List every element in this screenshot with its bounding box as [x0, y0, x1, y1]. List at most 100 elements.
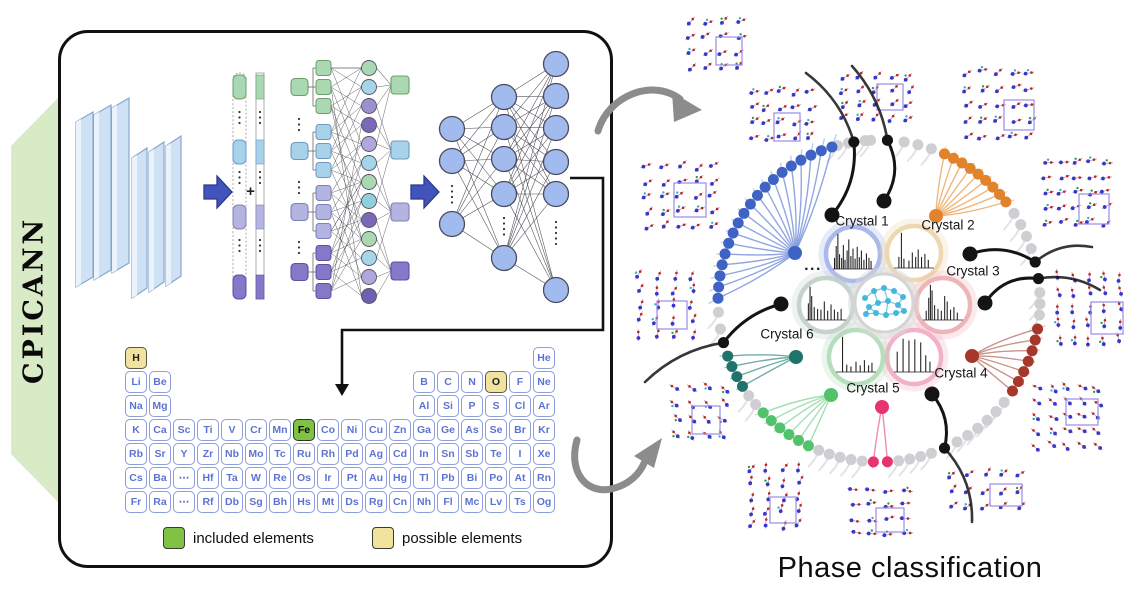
blue-cluster-hub-dot: [788, 246, 802, 260]
element-Sg: Sg: [245, 491, 267, 513]
crystal-structure-thumbnails: [634, 15, 1124, 538]
element-Sn: Sn: [437, 443, 459, 465]
element-Po: Po: [485, 467, 507, 489]
cnn-pipeline-diagram: +: [75, 50, 605, 396]
element-H: H: [125, 347, 147, 369]
element-B: B: [413, 371, 435, 393]
element-Nh: Nh: [413, 491, 435, 513]
element-placeholder: ⋯: [173, 491, 195, 513]
crystal-5-xrd-circle: [821, 322, 891, 392]
crystal-4-label: Crystal 4: [934, 365, 988, 381]
element-Fr: Fr: [125, 491, 147, 513]
element-Rf: Rf: [197, 491, 219, 513]
element-Ir: Ir: [317, 467, 339, 489]
element-Zr: Zr: [197, 443, 219, 465]
crystal-structure-thumbnail: [748, 85, 818, 142]
feature-vectors: +: [232, 72, 265, 300]
element-Pb: Pb: [437, 467, 459, 489]
crystal-structure-thumbnail: [634, 268, 697, 341]
crystal-6-label: Crystal 6: [760, 326, 814, 342]
output-to-table-connector: [335, 176, 605, 396]
element-Mc: Mc: [461, 491, 483, 513]
cpicann-banner: CPICANN: [11, 97, 59, 503]
element-Sc: Sc: [173, 419, 195, 441]
element-Zn: Zn: [389, 419, 411, 441]
element-Mg: Mg: [149, 395, 171, 417]
element-Ar: Ar: [533, 395, 555, 417]
crystal-2-xrd-circle: [879, 218, 949, 288]
crystal-2-label: Crystal 2: [921, 217, 975, 233]
center-network-icon: [848, 267, 920, 339]
green-cluster-hub-dot: [824, 388, 838, 402]
element-Xe: Xe: [533, 443, 555, 465]
element-He: He: [533, 347, 555, 369]
crystal-structure-thumbnail: [640, 159, 720, 231]
element-Cd: Cd: [389, 443, 411, 465]
element-Cu: Cu: [365, 419, 387, 441]
element-Rg: Rg: [365, 491, 387, 513]
element-Rh: Rh: [317, 443, 339, 465]
element-F: F: [509, 371, 531, 393]
element-Rb: Rb: [125, 443, 147, 465]
crystal-structure-thumbnail: [946, 466, 1026, 511]
teal-cluster-hub-dot: [789, 350, 803, 364]
crystal-link-curves: [643, 64, 1102, 524]
element-Te: Te: [485, 443, 507, 465]
element-Mn: Mn: [269, 419, 291, 441]
possible-swatch: [372, 527, 394, 549]
xrd-pattern-circles: [791, 218, 978, 392]
phase-classification-title: Phase classification: [777, 552, 1043, 584]
crystal-1-label: Crystal 1: [835, 213, 889, 229]
cluster-hub-dots: [788, 209, 979, 414]
crystal-structure-thumbnail: [1030, 381, 1104, 453]
pink-cluster-hub-dot: [875, 400, 889, 414]
element-Re: Re: [269, 467, 291, 489]
element-Db: Db: [221, 491, 243, 513]
element-Be: Be: [149, 371, 171, 393]
element-Hs: Hs: [293, 491, 315, 513]
legend-label: included elements: [193, 529, 314, 547]
legend-label: possible elements: [402, 529, 523, 547]
element-Ru: Ru: [293, 443, 315, 465]
element-Ge: Ge: [437, 419, 459, 441]
element-Kr: Kr: [533, 419, 555, 441]
crystal-structure-thumbnail: [685, 15, 748, 73]
red-cluster-hub-dot: [965, 349, 979, 363]
element-Na: Na: [125, 395, 147, 417]
element-Mt: Mt: [317, 491, 339, 513]
element-C: C: [437, 371, 459, 393]
element-Nb: Nb: [221, 443, 243, 465]
element-As: As: [461, 419, 483, 441]
element-Ra: Ra: [149, 491, 171, 513]
crystal-structure-thumbnail: [1040, 156, 1114, 228]
crystal-structure-thumbnail: [961, 65, 1037, 141]
crystal-1-xrd-circle: [818, 219, 888, 289]
element-Lv: Lv: [485, 491, 507, 513]
element-Tl: Tl: [413, 467, 435, 489]
element-Og: Og: [533, 491, 555, 513]
element-At: At: [509, 467, 531, 489]
element-Hf: Hf: [197, 467, 219, 489]
element-O: O: [485, 371, 507, 393]
element-Al: Al: [413, 395, 435, 417]
element-Sr: Sr: [149, 443, 171, 465]
element-Se: Se: [485, 419, 507, 441]
element-Cr: Cr: [245, 419, 267, 441]
crystal-3-label: Crystal 3: [946, 263, 1000, 279]
element-Fl: Fl: [437, 491, 459, 513]
element-Hg: Hg: [389, 467, 411, 489]
element-Au: Au: [365, 467, 387, 489]
element-I: I: [509, 443, 531, 465]
element-Co: Co: [317, 419, 339, 441]
element-Ga: Ga: [413, 419, 435, 441]
element-Pt: Pt: [341, 467, 363, 489]
element-Ag: Ag: [365, 443, 387, 465]
ring-dots: [712, 134, 1046, 468]
element-Si: Si: [437, 395, 459, 417]
element-Ni: Ni: [341, 419, 363, 441]
element-Li: Li: [125, 371, 147, 393]
more-classes-ellipsis: ...: [804, 257, 822, 274]
crystal-structure-thumbnail: [669, 381, 730, 441]
element-Fe: Fe: [293, 419, 315, 441]
